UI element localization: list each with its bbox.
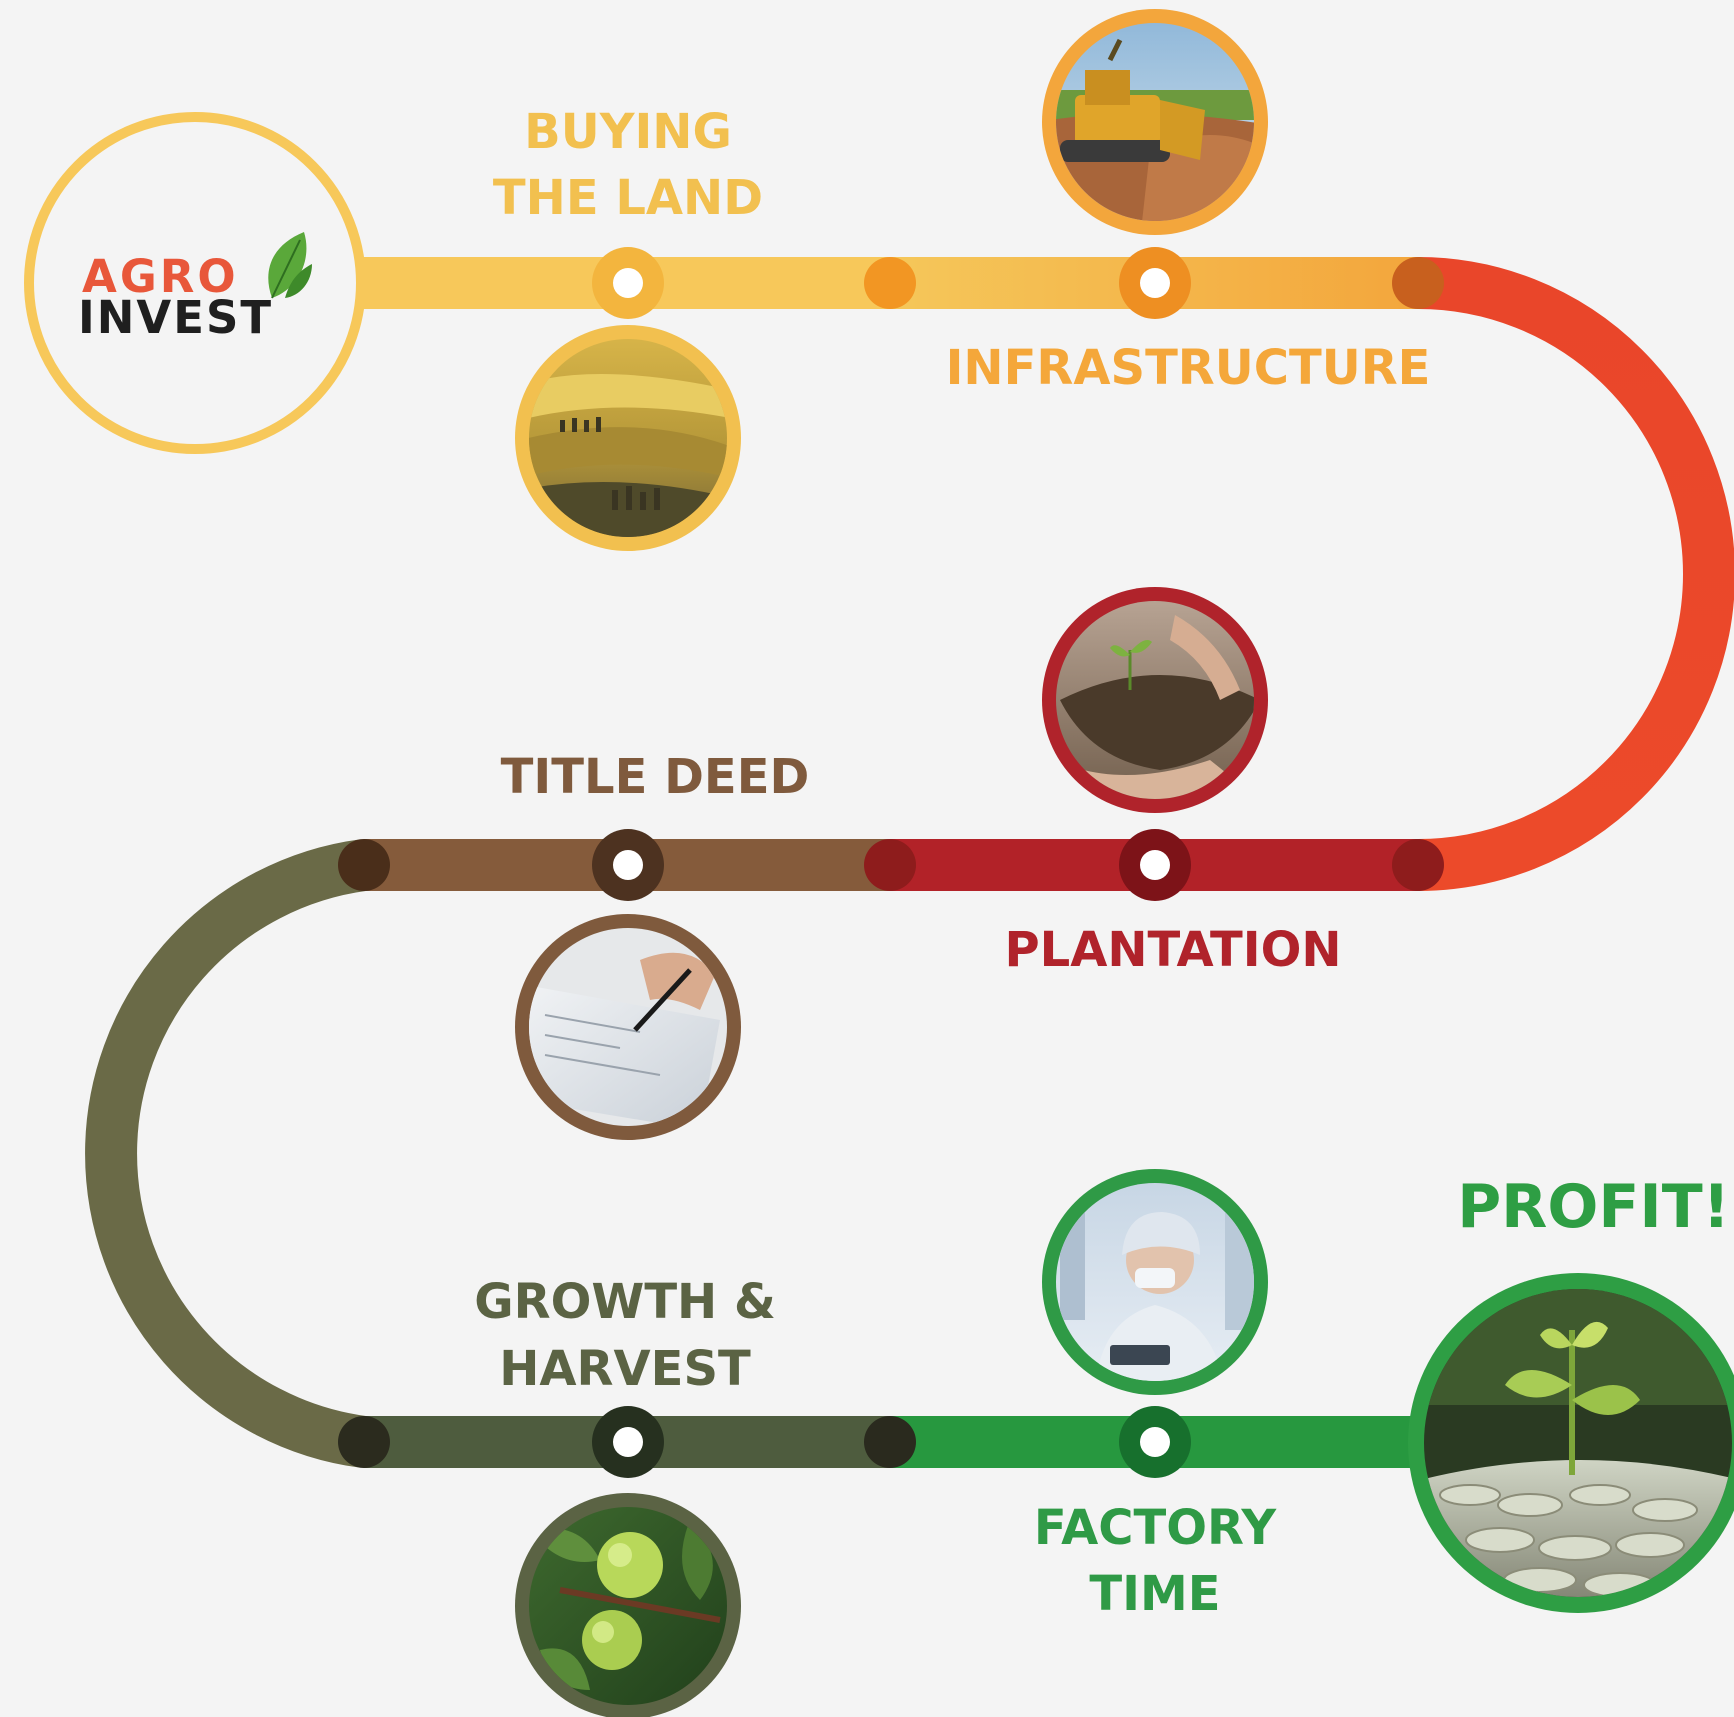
photo-factory-worker-in-hairnet [1042, 1169, 1268, 1395]
photo-hands-planting-seedling [1042, 587, 1268, 813]
label-infrastructure: INFRASTRUCTURE [946, 340, 1431, 396]
label-growth-harvest-line1: GROWTH & [474, 1274, 776, 1330]
label-buying-land-line1: BUYING [524, 104, 732, 160]
junction-dot [338, 1416, 390, 1468]
node-factory-time [1119, 1406, 1191, 1478]
junction-dot [1392, 839, 1444, 891]
label-factory-time-line2: TIME [1089, 1566, 1220, 1622]
logo-invest-text: INVEST [78, 291, 273, 344]
label-buying-land-line2: THE LAND [493, 170, 763, 226]
photo-signing-document [515, 914, 741, 1140]
node-plantation [1119, 829, 1191, 901]
photo-bulldozer-on-soil [1042, 9, 1268, 235]
junction-dot [1392, 257, 1444, 309]
logo-agro-text: AGRO [82, 250, 239, 303]
agro-invest-logo: AGRO INVEST [24, 112, 366, 454]
stage-labels: BUYING THE LAND INFRASTRUCTURE TITLE DEE… [474, 104, 1730, 1622]
photo-green-fruit-on-branch [515, 1493, 741, 1717]
node-title-deed [592, 829, 664, 901]
photo-rolling-fields [515, 325, 741, 551]
junction-dot [864, 839, 916, 891]
label-factory-time-line1: FACTORY [1034, 1500, 1278, 1556]
junction-dot [864, 257, 916, 309]
node-infrastructure [1119, 247, 1191, 319]
label-title-deed: TITLE DEED [501, 749, 810, 805]
label-growth-harvest-line2: HARVEST [499, 1341, 751, 1397]
photo-plant-growing-from-coins [1408, 1273, 1734, 1613]
junction-dot [338, 839, 390, 891]
node-buying-land [592, 247, 664, 319]
label-plantation: PLANTATION [1004, 922, 1341, 978]
roadmap-track [85, 247, 1734, 1478]
leaf-icon [268, 232, 312, 299]
node-growth-harvest [592, 1406, 664, 1478]
junction-dot [864, 1416, 916, 1468]
label-profit: PROFIT! [1457, 1172, 1730, 1242]
track-curve-right [1417, 257, 1734, 891]
track-curve-left [85, 839, 368, 1468]
